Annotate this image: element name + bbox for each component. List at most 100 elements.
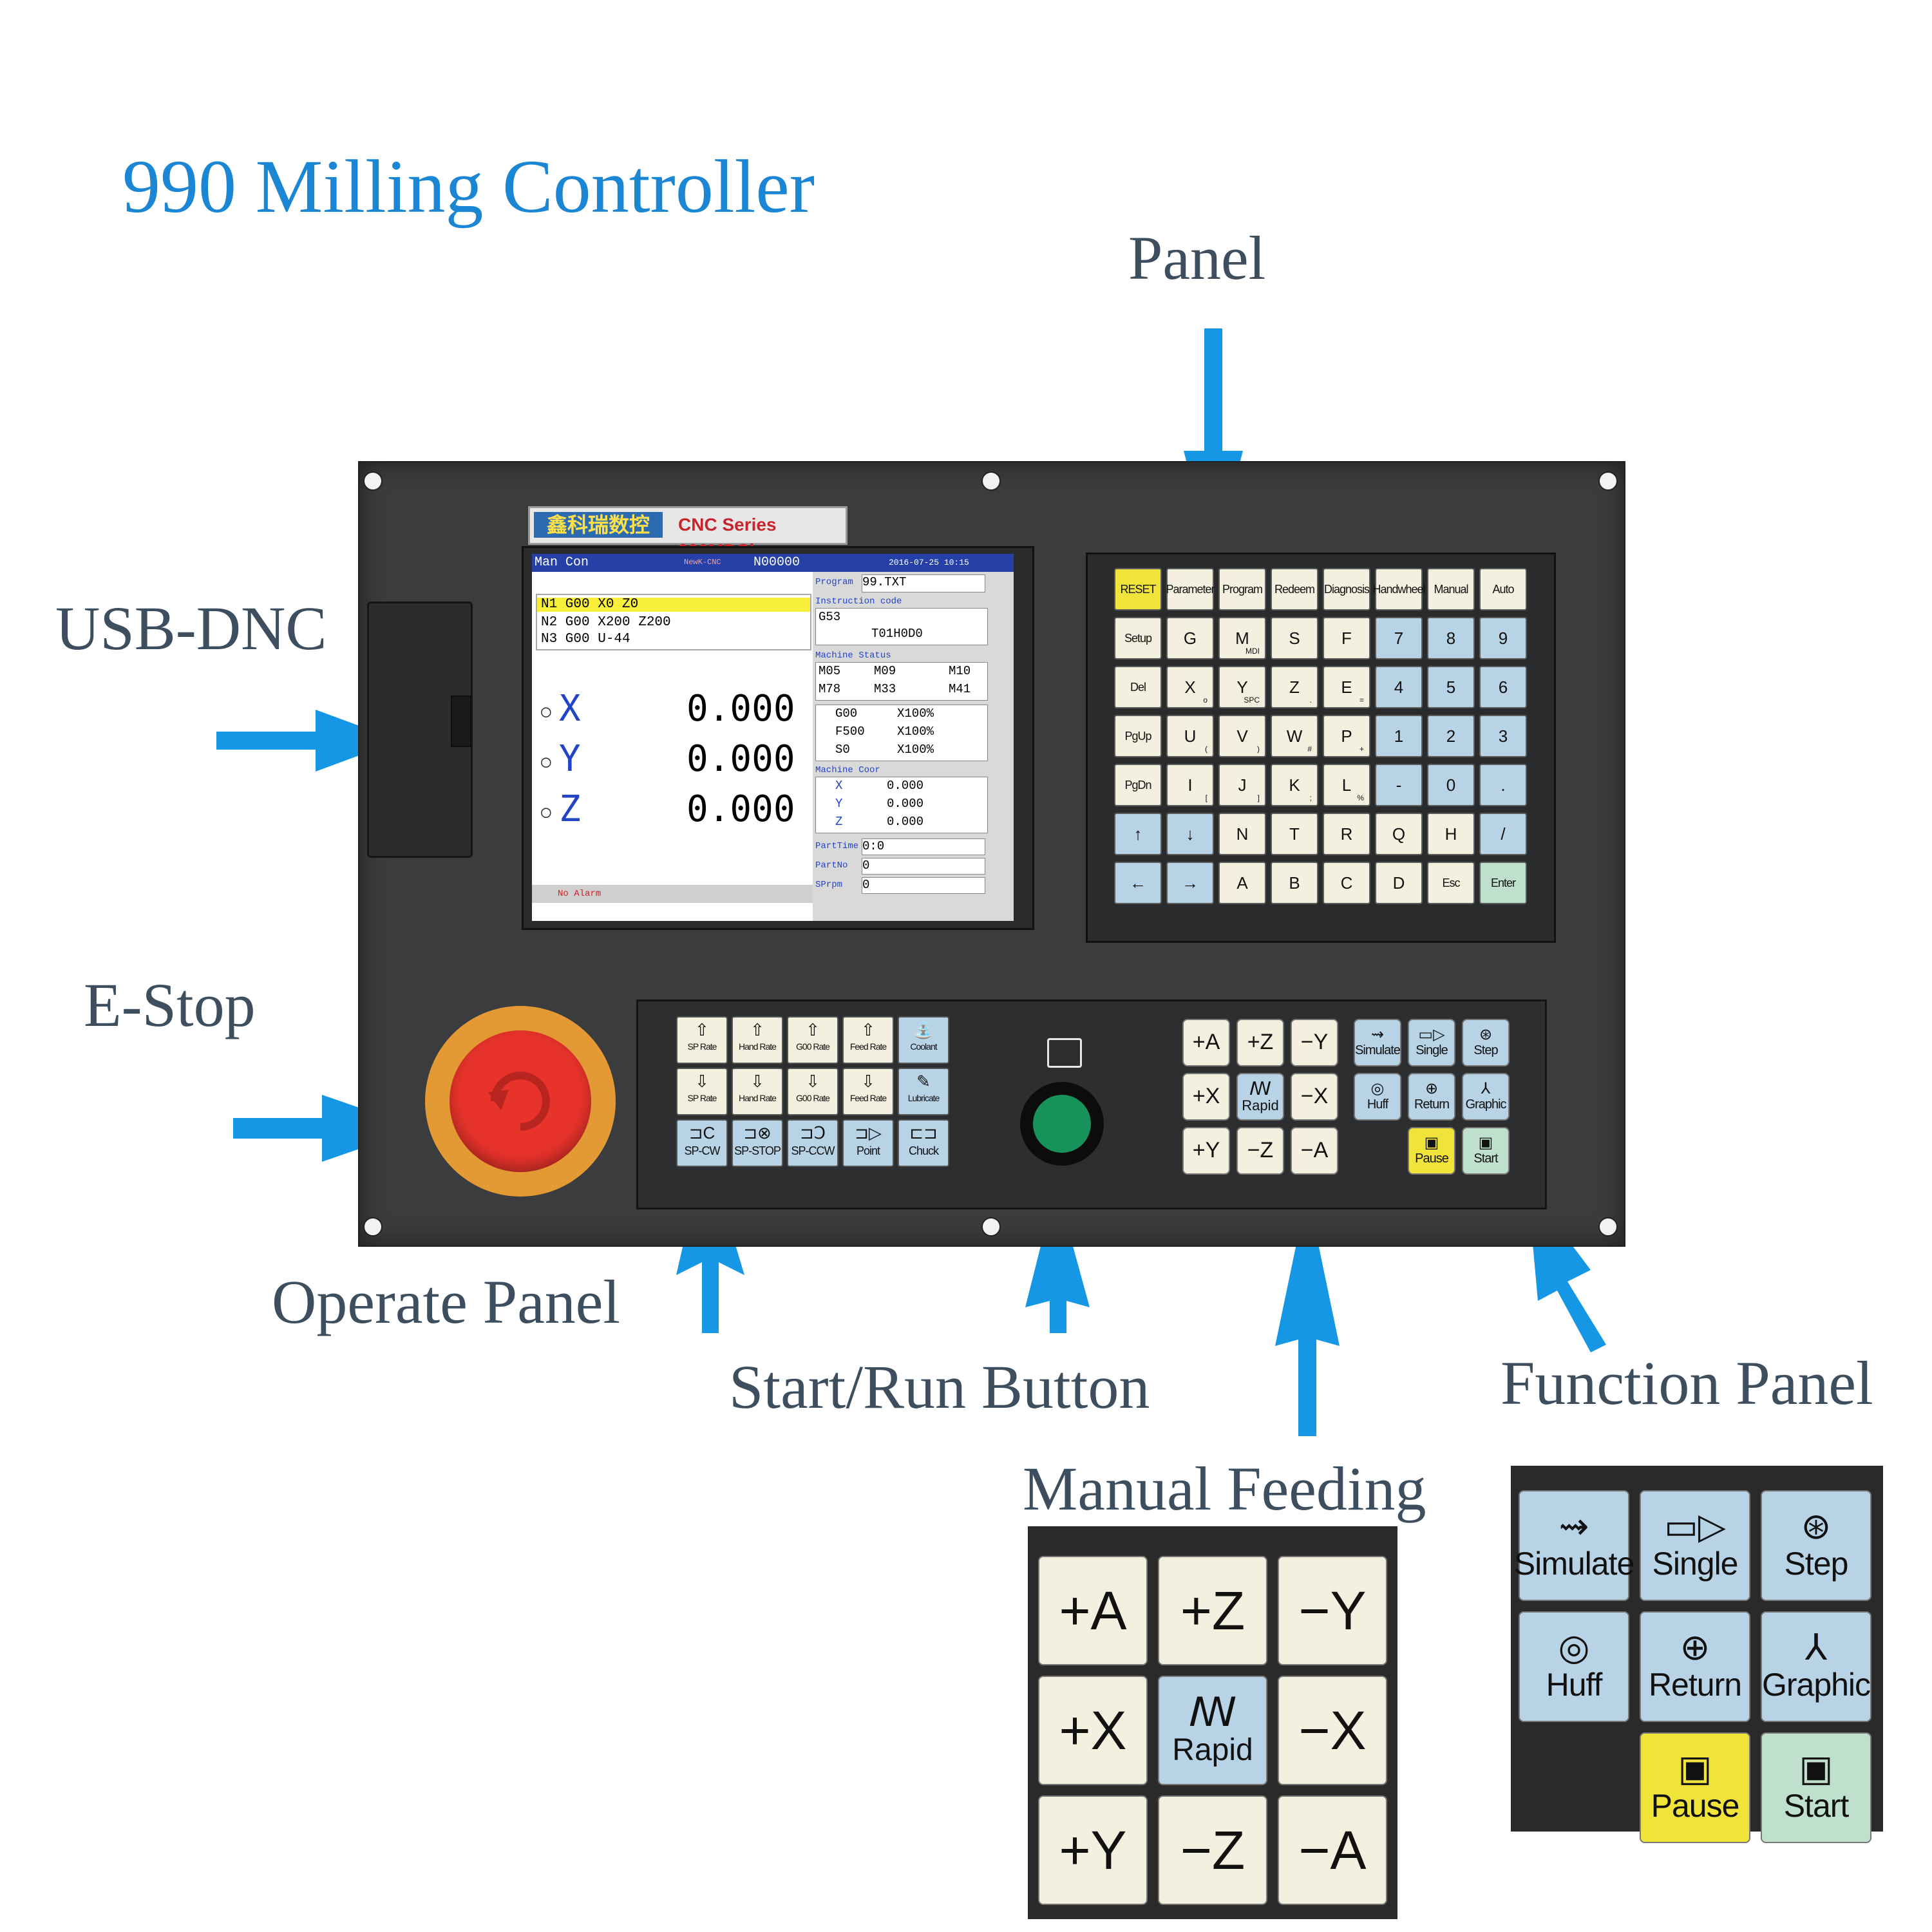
key-a[interactable]: A (1218, 862, 1266, 904)
key-esc[interactable]: Esc (1427, 862, 1475, 904)
function-key-pause[interactable]: ▣Pause (1640, 1732, 1750, 1843)
key-d[interactable]: D (1375, 862, 1423, 904)
key-t[interactable]: T (1271, 813, 1318, 855)
operate-button-g00-rate-down[interactable]: ⇩G00 Rate (787, 1068, 838, 1115)
key-setup[interactable]: Setup (1114, 617, 1162, 659)
function-key-return[interactable]: ⊕Return (1640, 1611, 1750, 1722)
operate-button-chuck[interactable]: ⊏⊐Chuck (898, 1119, 949, 1167)
function-key-simulate[interactable]: ⇝Simulate (1354, 1019, 1401, 1066)
key-5[interactable]: 5 (1427, 666, 1475, 708)
key-pgdn[interactable]: PgDn (1114, 764, 1162, 806)
function-key-simulate[interactable]: ⇝Simulate (1514, 1490, 1634, 1601)
key-diagnosis[interactable]: Diagnosis (1323, 568, 1370, 611)
function-key-graphic[interactable]: ⅄Graphic (1462, 1073, 1510, 1121)
function-key-single[interactable]: ▭▷Single (1408, 1019, 1455, 1066)
key-key[interactable]: ↓ (1166, 813, 1214, 855)
key-f[interactable]: F (1323, 617, 1370, 659)
key-6[interactable]: 6 (1479, 666, 1527, 708)
operate-button-lubricate-down[interactable]: ✎Lubricate (898, 1068, 949, 1115)
jog-key-z[interactable]: −Z (1158, 1795, 1267, 1905)
key-key[interactable]: ↑ (1114, 813, 1162, 855)
key-4[interactable]: 4 (1375, 666, 1423, 708)
operate-button-feed-rate-down[interactable]: ⇩Feed Rate (842, 1068, 894, 1115)
function-key-start[interactable]: ▣Start (1761, 1732, 1871, 1843)
key-r[interactable]: R (1323, 813, 1370, 855)
key-c[interactable]: C (1323, 862, 1370, 904)
usb-latch[interactable] (451, 696, 471, 747)
operate-button-sp-rate-up[interactable]: ⇧SP Rate (676, 1016, 728, 1064)
key-enter[interactable]: Enter (1479, 862, 1527, 904)
key-8[interactable]: 8 (1427, 617, 1475, 659)
key-parameter[interactable]: Parameter (1166, 568, 1215, 611)
jog-key-plus-y[interactable]: +Y (1182, 1127, 1230, 1175)
key-redeem[interactable]: Redeem (1271, 568, 1318, 611)
usb-dnc-cover[interactable] (367, 601, 473, 858)
jog-key-a[interactable]: −A (1278, 1795, 1387, 1905)
key-key[interactable]: / (1479, 813, 1527, 855)
operate-button-g00-rate-up[interactable]: ⇧G00 Rate (787, 1016, 838, 1064)
key-l[interactable]: L% (1323, 764, 1370, 806)
function-key-return[interactable]: ⊕Return (1408, 1073, 1455, 1121)
key-e[interactable]: E= (1323, 666, 1370, 708)
key-q[interactable]: Q (1375, 813, 1423, 855)
key-program[interactable]: Program (1218, 568, 1266, 611)
operate-button-hand-rate-down[interactable]: ⇩Hand Rate (732, 1068, 783, 1115)
operate-button-feed-rate-up[interactable]: ⇧Feed Rate (842, 1016, 894, 1064)
jog-key-a[interactable]: −A (1291, 1127, 1338, 1175)
function-key-graphic[interactable]: ⅄Graphic (1761, 1611, 1871, 1722)
jog-key-y[interactable]: −Y (1278, 1556, 1387, 1665)
key-key[interactable]: ← (1114, 862, 1162, 904)
key-z[interactable]: Z. (1271, 666, 1318, 708)
key-key[interactable]: - (1375, 764, 1423, 806)
key-1[interactable]: 1 (1375, 715, 1423, 757)
key-w[interactable]: W# (1271, 715, 1318, 757)
key-0[interactable]: 0 (1427, 764, 1475, 806)
e-stop-button[interactable] (425, 1006, 616, 1197)
key-auto[interactable]: Auto (1479, 568, 1527, 611)
jog-key-plus-x[interactable]: +X (1182, 1073, 1230, 1121)
jog-key-plus-a[interactable]: +A (1182, 1019, 1230, 1066)
function-key-step[interactable]: ⊛Step (1761, 1490, 1871, 1601)
operate-button-coolant-up[interactable]: ⛲Coolant (898, 1016, 949, 1064)
key-g[interactable]: G (1166, 617, 1214, 659)
jog-key-plus-x[interactable]: +X (1038, 1676, 1148, 1785)
key-3[interactable]: 3 (1479, 715, 1527, 757)
key-k[interactable]: K; (1271, 764, 1318, 806)
key-reset[interactable]: RESET (1114, 568, 1162, 611)
function-key-pause[interactable]: ▣Pause (1408, 1127, 1455, 1175)
key-u[interactable]: U( (1166, 715, 1214, 757)
function-key-step[interactable]: ⊛Step (1462, 1019, 1510, 1066)
jog-key-plus-a[interactable]: +A (1038, 1556, 1148, 1665)
jog-key-z[interactable]: −Z (1236, 1127, 1284, 1175)
key-9[interactable]: 9 (1479, 617, 1527, 659)
jog-key-x[interactable]: −X (1278, 1676, 1387, 1785)
function-key-start[interactable]: ▣Start (1462, 1127, 1510, 1175)
key-manual[interactable]: Manual (1427, 568, 1475, 611)
operate-button-sp-stop[interactable]: ⊐⊗SP-STOP (732, 1119, 783, 1167)
jog-key-plus-z[interactable]: +Z (1158, 1556, 1267, 1665)
key-key[interactable]: . (1479, 764, 1527, 806)
operate-button-hand-rate-up[interactable]: ⇧Hand Rate (732, 1016, 783, 1064)
jog-key-plus-z[interactable]: +Z (1236, 1019, 1284, 1066)
operate-button-sp-rate-down[interactable]: ⇩SP Rate (676, 1068, 728, 1115)
key-v[interactable]: V) (1218, 715, 1266, 757)
key-j[interactable]: J] (1218, 764, 1266, 806)
key-del[interactable]: Del (1114, 666, 1162, 708)
key-s[interactable]: S (1271, 617, 1318, 659)
jog-key-plus-y[interactable]: +Y (1038, 1795, 1148, 1905)
key-pgup[interactable]: PgUp (1114, 715, 1162, 757)
key-7[interactable]: 7 (1375, 617, 1423, 659)
jog-key-y[interactable]: −Y (1291, 1019, 1338, 1066)
function-key-huff[interactable]: ◎Huff (1519, 1611, 1629, 1722)
function-key-single[interactable]: ▭▷Single (1640, 1490, 1750, 1601)
key-handwheel[interactable]: Handwheel (1372, 568, 1426, 611)
key-2[interactable]: 2 (1427, 715, 1475, 757)
e-stop-cap[interactable] (450, 1030, 591, 1172)
start-run-button[interactable] (1020, 1082, 1104, 1166)
key-p[interactable]: P+ (1323, 715, 1370, 757)
function-key-huff[interactable]: ◎Huff (1354, 1073, 1401, 1121)
